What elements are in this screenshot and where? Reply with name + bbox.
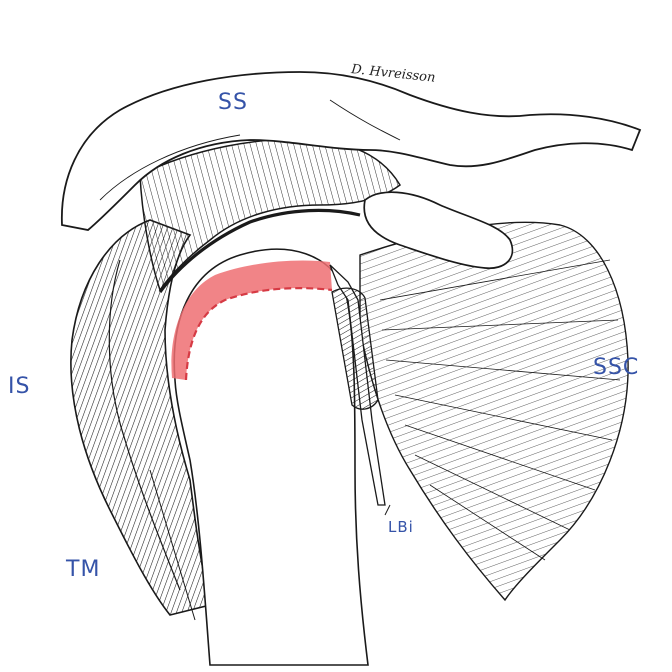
lbi-pointer-line [384, 504, 391, 516]
articular-highlight [171, 260, 332, 380]
humeral-head [173, 248, 369, 666]
label-supraspinatus: SS [218, 90, 248, 115]
acromion [61, 71, 642, 231]
label-long-biceps: LBi [388, 518, 414, 536]
label-teres-minor: TM [66, 557, 101, 582]
infraspinatus-inner-band [108, 259, 181, 591]
subscapularis-muscle [359, 221, 629, 602]
label-infraspinatus: IS [8, 374, 31, 399]
articular-highlight-dashed-line [184, 287, 333, 381]
infraspinatus-muscle [70, 219, 211, 616]
is-tm-divider [149, 469, 196, 621]
biceps-sheath [331, 287, 379, 410]
label-subscapularis: SSC [593, 355, 640, 380]
supraspinatus-lower-edge [158, 208, 361, 293]
coracoid-process [363, 191, 514, 269]
subscapularis-fibres [379, 259, 621, 561]
acromion-shading [99, 99, 401, 201]
